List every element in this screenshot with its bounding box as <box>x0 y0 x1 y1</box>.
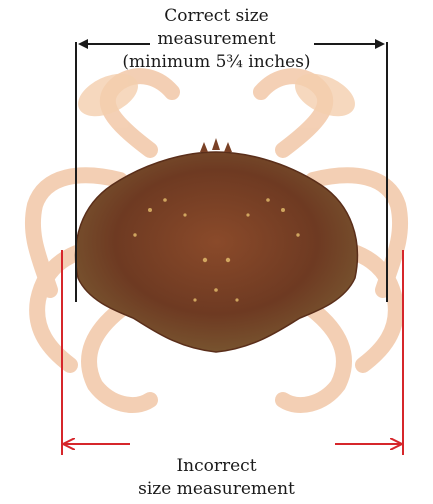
incorrect-measurement-caption: Incorrect size measurement <box>0 455 433 501</box>
incorrect-caption-line-2: size measurement <box>0 478 433 501</box>
incorrect-caption-line-1: Incorrect <box>0 455 433 478</box>
shell-spines <box>200 138 232 152</box>
